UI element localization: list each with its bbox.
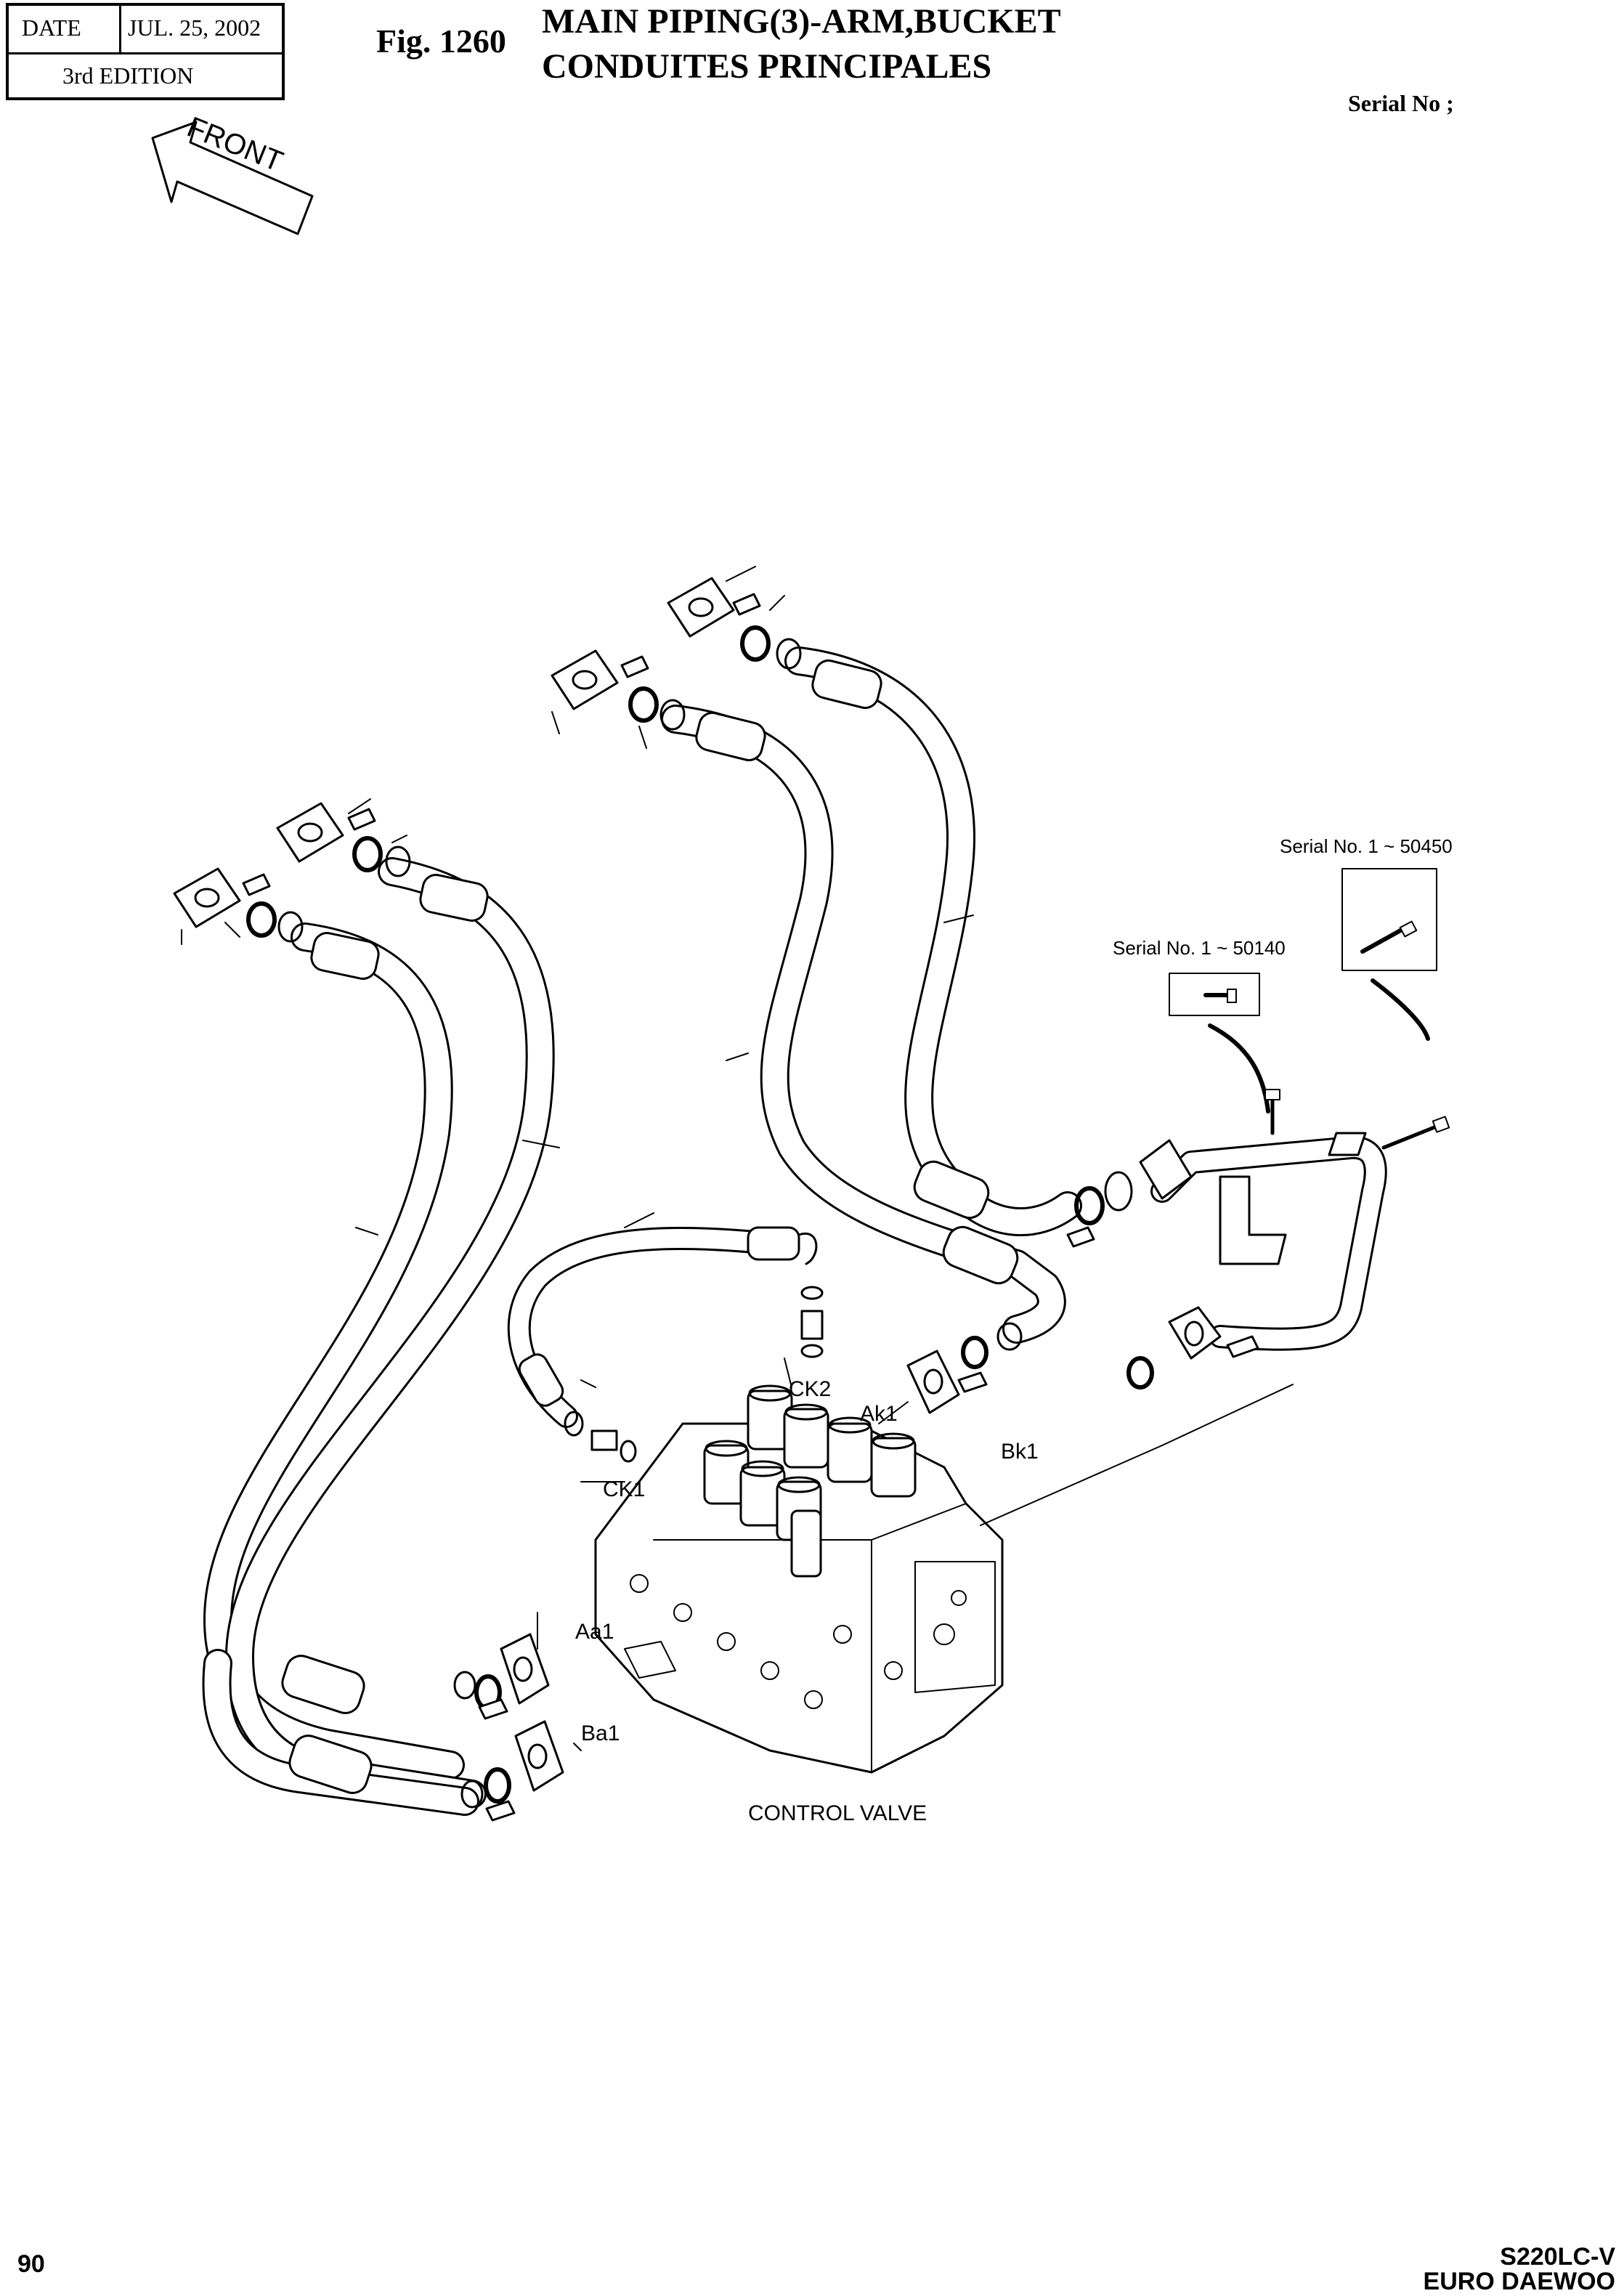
middle-hose-b [784,646,1082,1236]
control-valve-label: CONTROL VALVE [748,1801,927,1825]
hose-sleeve [913,1160,990,1220]
middle-hose-a [661,705,1066,1344]
date-edition-box: DATE JUL. 25, 2002 3rd EDITION [6,3,285,100]
serial-box-large [1341,868,1437,971]
flange-top-left-1 [173,867,304,943]
date-label: DATE [22,15,81,41]
indicator-arrow [1371,978,1430,1041]
flange-top-left-2 [276,802,411,877]
pipe-clamp [1328,1132,1367,1156]
hose-sleeve [281,1655,365,1714]
hose-sleeve [811,659,882,710]
serial-box-small [1169,973,1260,1016]
date-value: JUL. 25, 2002 [128,15,261,41]
pipe-bracket [1219,1175,1287,1265]
leader-lines [181,566,1294,1751]
hose-sleeve [310,932,380,980]
edition-label: 3rd EDITION [62,62,194,89]
flange-top-mid-2 [667,577,802,670]
hose-sleeve [695,711,766,762]
port-label-ck1: CK1 [603,1477,645,1501]
left-hose-inner [225,857,555,1809]
indicator-arrow [1208,1023,1270,1113]
title-english: MAIN PIPING(3)-ARM,BUCKET [542,2,1061,41]
front-arrow [151,121,314,235]
serial-note-2: Serial No. 1 ~ 50140 [1113,937,1286,959]
left-hose-lower [202,1649,479,1816]
port-label-bk1: Bk1 [1001,1440,1039,1464]
flange-ak1 [906,1322,1023,1414]
pilot-hose [507,1226,824,1463]
hose-sleeve [942,1225,1019,1285]
port-label-ck2: CK2 [789,1377,831,1401]
serial-number-label: Serial No ; [1348,90,1454,116]
hose-sleeve [288,1735,373,1794]
hose-sleeve [419,874,489,922]
flange-right-lower [1126,1306,1259,1390]
port-label-ak1: Ak1 [860,1402,898,1426]
control-valve [594,1384,1004,1774]
manufacturer-name: EURO DAEWOO [1423,2268,1615,2295]
bolt-long [1360,928,1404,954]
flange-ba1 [460,1720,564,1822]
bolt-side [1381,1124,1440,1150]
title-french: CONDUITES PRINCIPALES [542,47,992,86]
flange-right-upper [1066,1139,1193,1248]
flange-aa1 [453,1633,550,1720]
date-divider [119,6,121,52]
figure-number: Fig. 1260 [376,23,506,60]
port-label-aa1: Aa1 [575,1620,614,1644]
serial-note-1: Serial No. 1 ~ 50450 [1280,835,1453,857]
model-name: S220LC-V [1500,2243,1615,2271]
flange-top-mid-1 [551,649,686,731]
page-number: 90 [17,2250,45,2278]
steel-pipe [1150,1132,1387,1351]
port-label-ba1: Ba1 [581,1721,620,1745]
date-row [9,6,282,54]
